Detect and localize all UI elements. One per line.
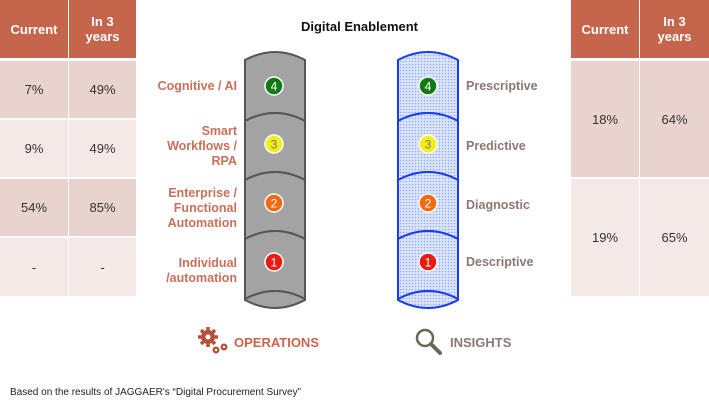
header-in-3-years: In 3 years xyxy=(69,0,136,58)
magnifier-icon xyxy=(415,328,442,355)
level-badge-number: 2 xyxy=(271,197,278,211)
cell: 7% xyxy=(0,61,68,118)
gears-icon xyxy=(198,327,228,354)
level-badges: 4 3 2 1 4 3 2 1 xyxy=(264,76,438,272)
cylinder-base xyxy=(397,290,459,309)
level-badge-number: 4 xyxy=(425,80,432,94)
ops-level-1: Individual /automation xyxy=(166,256,237,285)
insights-level-2: Diagnostic xyxy=(466,198,530,212)
level-badge-number: 1 xyxy=(271,256,278,270)
footnote: Based on the results of JAGGAER's “Digit… xyxy=(10,387,301,398)
cell: - xyxy=(69,238,136,296)
ops-level-4: Cognitive / AI xyxy=(157,79,237,93)
cell: 54% xyxy=(0,179,68,236)
level-badge-circle xyxy=(418,76,438,96)
level-badge-circle xyxy=(418,193,438,213)
insights-label: INSIGHTS xyxy=(450,335,512,350)
level-badge-circle xyxy=(264,252,284,272)
cell: 49% xyxy=(69,61,136,118)
diagram-title: Digital Enablement xyxy=(300,19,419,34)
level-badge-number: 3 xyxy=(425,138,432,152)
insights-level-4: Prescriptive xyxy=(466,79,538,93)
level-badge-circle xyxy=(418,252,438,272)
level-badge-number: 2 xyxy=(425,197,432,211)
level-badge-circle xyxy=(264,76,284,96)
insights-level-3: Predictive xyxy=(466,139,526,153)
level-badge-number: 4 xyxy=(271,80,278,94)
cell: 85% xyxy=(69,179,136,236)
level-badge-circle xyxy=(264,134,284,154)
ops-level-3: Smart Workflows / RPA xyxy=(167,124,237,168)
cell: 18% xyxy=(571,61,639,177)
operations-label: OPERATIONS xyxy=(234,335,319,350)
level-badge-circle xyxy=(264,193,284,213)
insights-level-1: Descriptive xyxy=(466,255,534,269)
header-current: Current xyxy=(571,0,639,58)
cell: 9% xyxy=(0,120,68,177)
header-in-3-years: In 3 years xyxy=(640,0,709,58)
ops-level-2: Enterprise / Functional Automation xyxy=(167,186,237,230)
cell: 64% xyxy=(640,61,709,177)
cell: 49% xyxy=(69,120,136,177)
cylinder-base xyxy=(244,290,306,309)
level-badge-number: 1 xyxy=(425,256,432,270)
cell: - xyxy=(0,238,68,296)
header-current: Current xyxy=(0,0,68,58)
cell: 19% xyxy=(571,179,639,296)
level-badge-number: 3 xyxy=(271,138,278,152)
cell: 65% xyxy=(640,179,709,296)
level-badge-circle xyxy=(418,134,438,154)
